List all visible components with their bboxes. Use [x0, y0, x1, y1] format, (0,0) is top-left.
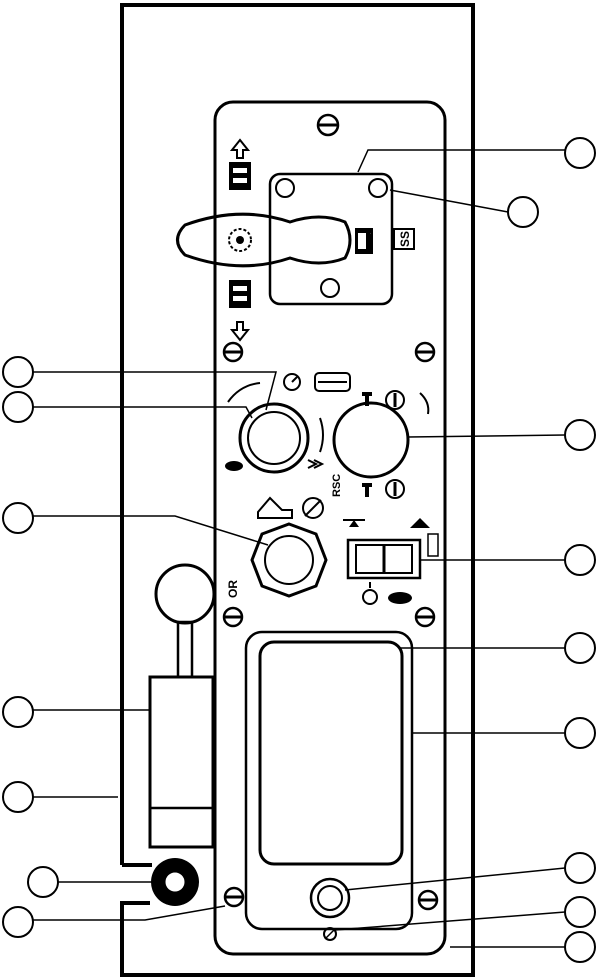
panel-screw-bottom-left [223, 886, 245, 908]
engine-speed-turtle-icon [362, 479, 405, 499]
outer-housing [120, 3, 475, 977]
throttle-knob-inner [247, 411, 301, 465]
callout-right-3 [564, 419, 596, 451]
shift-plate-bolt-tl [275, 178, 295, 198]
callout-left-3 [2, 502, 34, 534]
callout-left-7 [2, 906, 34, 938]
rsc-off-icon [302, 497, 324, 519]
callout-left-1 [2, 356, 34, 388]
engine-speed-arrow [419, 392, 430, 415]
deck-lower-icon [410, 518, 430, 528]
turtle-icon [388, 592, 412, 604]
panel-screw-bottom-right [417, 889, 439, 911]
differential-lock-icon [228, 228, 252, 252]
hour-meter-icon [283, 373, 301, 391]
tractor-forward-icon [229, 138, 251, 190]
fuel-icon [362, 582, 378, 605]
window-frame-outer [244, 630, 414, 931]
hand-throttle-knob[interactable] [154, 563, 216, 625]
shift-plate [268, 172, 394, 306]
callout-right-1 [564, 137, 596, 169]
bottom-fastener [323, 927, 337, 941]
throttle-knob-outer[interactable] [238, 402, 310, 474]
callout-right-9 [564, 931, 596, 963]
throttle-arc-arrow-right [319, 417, 324, 453]
callout-left-4 [2, 696, 34, 728]
shift-plate-bolt-tr [368, 178, 388, 198]
callout-left-6 [27, 866, 59, 898]
leader-lines [32, 149, 566, 948]
mower-deck-icon [314, 372, 351, 392]
throttle-turtle-icon [225, 461, 243, 471]
engine-speed-rabbit-icon [362, 390, 405, 410]
lift-switch-housing [346, 538, 422, 580]
rsc-label: RSC [331, 474, 343, 497]
panel-screw-lower-right [414, 606, 436, 628]
pto-knob-hex[interactable] [250, 522, 328, 598]
ls-tag [427, 533, 439, 557]
callout-right-2 [507, 196, 539, 228]
callout-left-2 [2, 391, 34, 423]
throttle-arc-arrow-left [227, 382, 261, 403]
throttle-rabbit-icon [307, 459, 325, 469]
callout-left-5 [2, 781, 34, 813]
lever-shaft [176, 620, 194, 679]
callout-circles [2, 137, 596, 963]
pto-knob-inner [264, 535, 314, 585]
bottom-knob-outer[interactable] [309, 877, 351, 919]
ss-label: SS [393, 228, 415, 250]
callout-right-5 [564, 632, 596, 664]
callout-right-8 [564, 896, 596, 928]
callout-right-6 [564, 717, 596, 749]
svg-text:SS: SS [398, 231, 412, 247]
panel-screw-mid-right [414, 341, 436, 363]
callout-right-4 [564, 544, 596, 576]
engine-speed-knob[interactable] [332, 401, 410, 479]
shift-plate-bolt-b [320, 278, 340, 298]
key-grommet-inner[interactable] [164, 871, 186, 893]
pto-mower-icon [257, 496, 293, 519]
panel-screw-lower-left [222, 606, 244, 628]
window-frame-inner [258, 640, 404, 866]
tractor-reverse-icon [229, 280, 251, 342]
callout-right-7 [564, 852, 596, 884]
bottom-knob-inner [317, 885, 343, 911]
d-mark-icon: D [355, 228, 373, 254]
deck-raise-icon [343, 519, 365, 527]
svg-text:D: D [370, 233, 371, 235]
shift-lever[interactable] [176, 212, 352, 268]
panel-screw-mid-left [222, 341, 244, 363]
panel-screw-top [316, 113, 340, 137]
lever-housing [148, 675, 215, 849]
or-label: OR [226, 580, 240, 598]
